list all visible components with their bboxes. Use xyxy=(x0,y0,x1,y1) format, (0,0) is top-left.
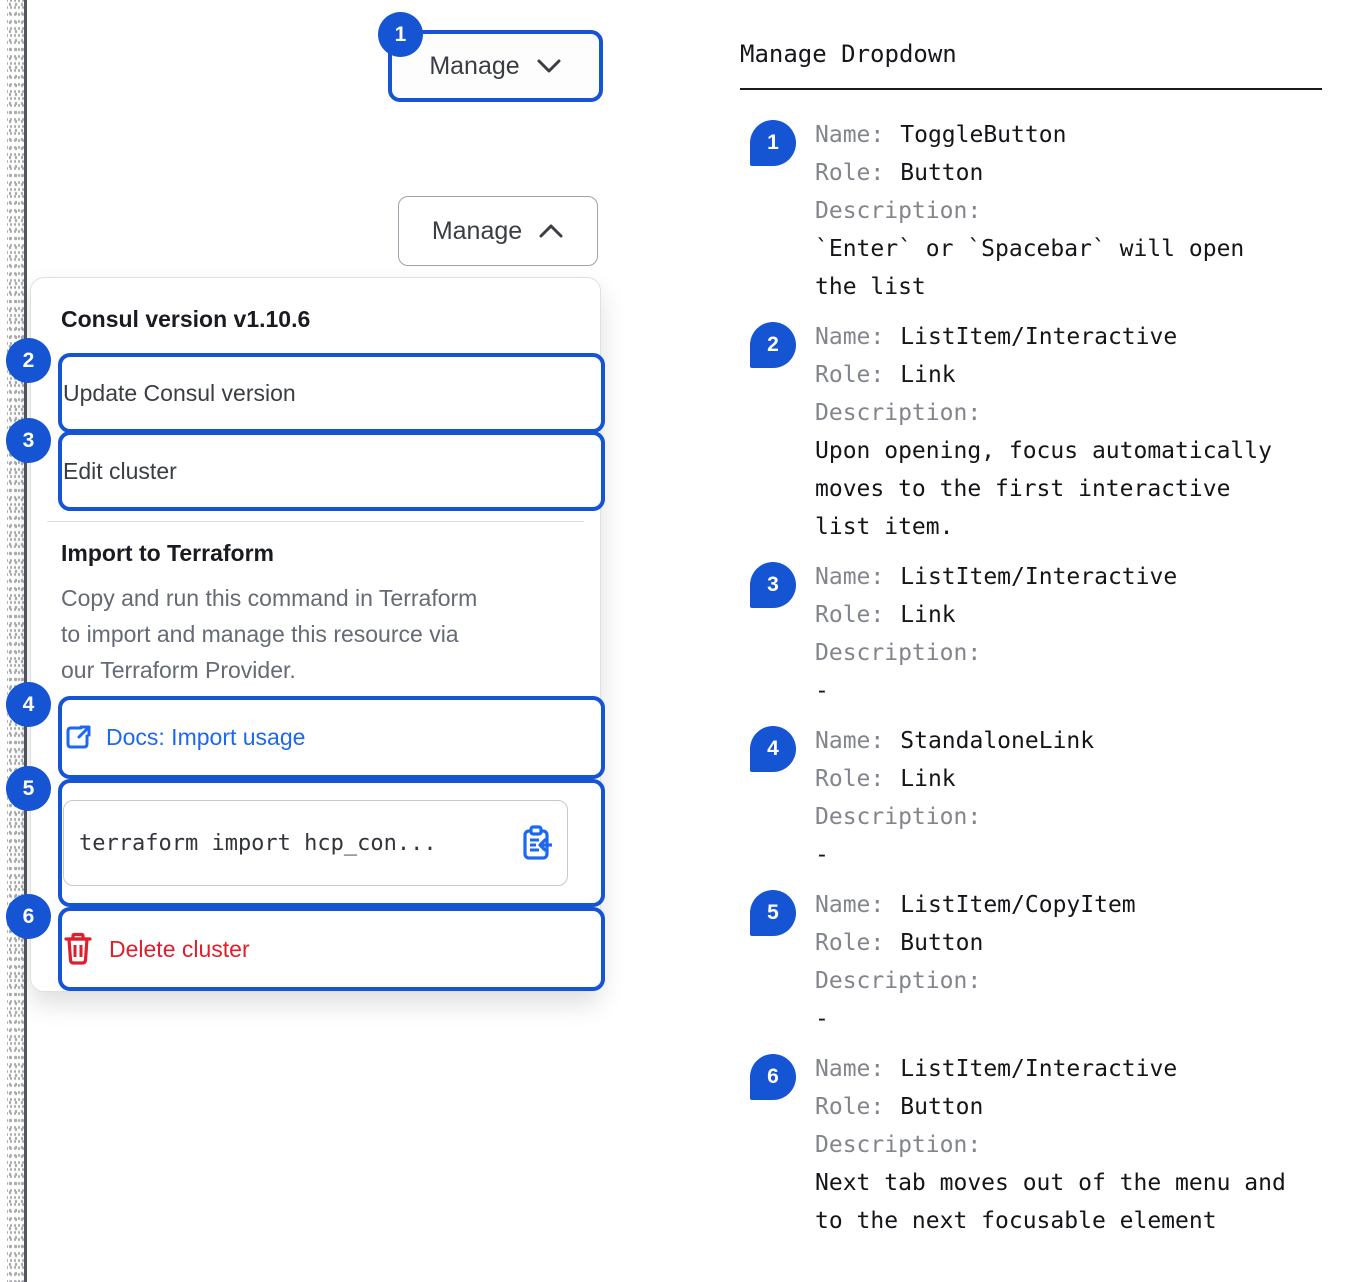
spec-entry-5: 5 Name: ListItem/CopyItem Role: Button Des… xyxy=(740,886,1322,1038)
manage-toggle-button[interactable]: Manage xyxy=(388,30,603,102)
description-label: Description: xyxy=(815,804,982,830)
role-label: Role: xyxy=(815,160,885,186)
role-value: Button xyxy=(900,160,984,186)
description-label: Description: xyxy=(815,1132,982,1158)
annotation-pin-5: 5 xyxy=(750,890,796,936)
manage-toggle-label: Manage xyxy=(429,51,520,80)
external-link-icon xyxy=(63,723,93,753)
name-value: ListItem/Interactive xyxy=(900,1056,1178,1082)
code-snippet-text: terraform import hcp_con... xyxy=(79,830,437,856)
role-label: Role: xyxy=(815,1094,885,1120)
role-label: Role: xyxy=(815,766,885,792)
role-value: Link xyxy=(900,602,956,628)
spec-entry-6: 6 Name:ListItem/Interactive Role:Button … xyxy=(740,1050,1322,1240)
description-value: `Enter` or `Spacebar` will open the list xyxy=(815,236,1245,300)
role-label: Role: xyxy=(815,362,885,388)
description-value: - xyxy=(815,1006,829,1032)
annotation-badge-3: 3 xyxy=(6,418,51,463)
menu-item-update-consul-version[interactable]: Update Consul version xyxy=(58,353,605,433)
name-label: Name: xyxy=(815,728,885,754)
description-label: Description: xyxy=(815,968,982,994)
code-snippet-field[interactable]: terraform import hcp_con... xyxy=(63,800,568,886)
name-value: ToggleButton xyxy=(900,122,1067,148)
annotation-pin-3: 3 xyxy=(750,562,796,608)
role-label: Role: xyxy=(815,602,885,628)
annotation-badge-2: 2 xyxy=(6,338,51,383)
spec-title: Manage Dropdown xyxy=(740,40,957,68)
copy-to-clipboard-button[interactable] xyxy=(519,823,555,863)
spec-title-rule xyxy=(740,88,1322,90)
torn-edge-texture xyxy=(7,0,24,1282)
description-value: - xyxy=(815,678,829,704)
docs-link-label: Docs: Import usage xyxy=(106,724,306,750)
role-value: Link xyxy=(900,766,956,792)
description-label: Description: xyxy=(815,198,982,224)
name-value: ListItem/Interactive xyxy=(900,564,1178,590)
menu-item-edit-cluster[interactable]: Edit cluster xyxy=(58,431,605,511)
name-label: Name: xyxy=(815,122,885,148)
spec-entry-3: 3 Name: ListItem/Interactive Role: Link De… xyxy=(740,558,1322,710)
role-label: Role: xyxy=(815,930,885,956)
manage-open-label: Manage xyxy=(431,216,523,245)
chevron-up-icon xyxy=(538,223,564,239)
annotation-pin-4: 4 xyxy=(750,726,796,772)
annotation-badge-5: 5 xyxy=(6,766,51,811)
annotation-badge-label: 1 xyxy=(394,22,407,46)
annotation-badge-4: 4 xyxy=(6,682,51,727)
annotation-badge-1: 1 xyxy=(378,12,423,57)
annotation-badge-6: 6 xyxy=(6,894,51,939)
delete-cluster-label: Delete cluster xyxy=(109,935,250,962)
name-label: Name: xyxy=(815,1056,885,1082)
description-value: - xyxy=(815,842,829,868)
name-value: StandaloneLink xyxy=(900,728,1095,754)
annotation-pin-6: 6 xyxy=(750,1054,796,1100)
role-value: Button xyxy=(900,930,984,956)
manage-open-button[interactable]: Manage xyxy=(398,196,598,266)
name-label: Name: xyxy=(815,892,885,918)
description-label: Description: xyxy=(815,640,982,666)
name-label: Name: xyxy=(815,324,885,350)
name-value: ListItem/CopyItem xyxy=(900,892,1136,918)
trash-icon xyxy=(63,932,93,966)
torn-edge-line xyxy=(24,0,27,1282)
annotation-pin-2: 2 xyxy=(750,322,796,368)
chevron-down-icon xyxy=(536,58,562,74)
role-value: Button xyxy=(900,1094,984,1120)
spec-panel: Manage Dropdown 1 Name: ToggleButton Role… xyxy=(740,40,1322,1252)
menu-item-label: Edit cluster xyxy=(63,457,177,484)
import-section-description: Copy and run this command in Terraform t… xyxy=(61,585,478,683)
name-value: ListItem/Interactive xyxy=(900,324,1178,350)
menu-item-docs-import-usage[interactable]: Docs: Import usage xyxy=(58,696,605,779)
description-value: Next tab moves out of the menu and to th… xyxy=(815,1170,1286,1234)
spec-entry-4: 4 Name: StandaloneLink Role: Link Descript… xyxy=(740,722,1322,874)
description-value: Upon opening, focus automatically moves … xyxy=(815,438,1272,540)
spec-entry-1: 1 Name: ToggleButton Role: Button Descript… xyxy=(740,116,1322,306)
menu-divider xyxy=(47,521,584,522)
menu-item-delete-cluster[interactable]: Delete cluster xyxy=(58,907,605,991)
manage-dropdown-menu: Consul version v1.10.6 Update Consul ver… xyxy=(30,277,605,992)
description-label: Description: xyxy=(815,400,982,426)
menu-item-copy-command[interactable]: terraform import hcp_con... xyxy=(58,779,605,907)
spec-entry-2: 2 Name: ListItem/Interactive Role: Link De… xyxy=(740,318,1322,546)
annotation-pin-1: 1 xyxy=(750,120,796,166)
role-value: Link xyxy=(900,362,956,388)
consul-version-label: Consul version v1.10.6 xyxy=(61,306,311,332)
name-label: Name: xyxy=(815,564,885,590)
menu-item-label: Update Consul version xyxy=(63,379,296,406)
import-section-title: Import to Terraform xyxy=(61,540,274,566)
